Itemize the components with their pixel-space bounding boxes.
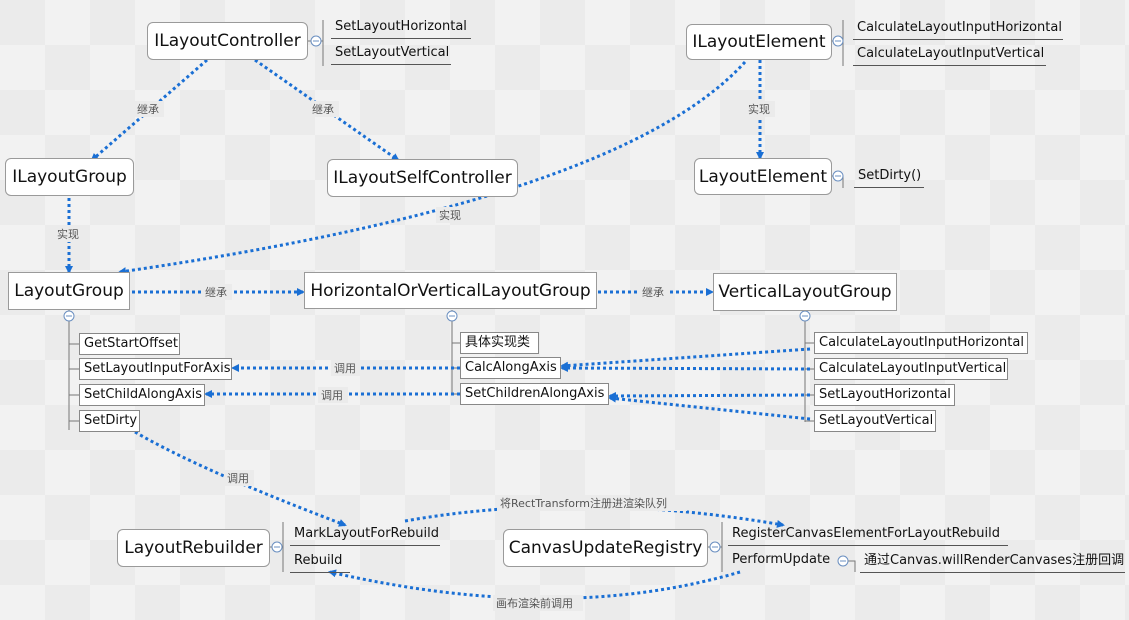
node-ilayoutgroup[interactable]: ILayoutGroup: [5, 158, 134, 196]
sub-setlayoutinputforaxis[interactable]: SetLayoutInputForAxis: [79, 358, 232, 380]
sub-v-setlayouthorizontal[interactable]: SetLayoutHorizontal: [814, 384, 955, 406]
collapse-toggles: [63, 35, 849, 567]
label-implement-1: 实现: [748, 102, 770, 116]
sub-setchildrenalongaxis[interactable]: SetChildrenAlongAxis: [460, 383, 609, 405]
arrow-setdirty-to-mark: [134, 430, 347, 527]
node-layoutelement[interactable]: LayoutElement: [694, 158, 832, 195]
label-before-render: 画布渲染前调用: [496, 596, 573, 610]
sub-performupdate[interactable]: PerformUpdate: [732, 552, 831, 567]
sub-willrendercanvases[interactable]: 通过Canvas.willRenderCanvases注册回调: [860, 550, 1125, 573]
label-inherit-3: 继承: [205, 286, 227, 299]
sub-setdirty-method[interactable]: SetDirty(): [854, 165, 924, 188]
arrow-element-to-layoutgroup: [118, 60, 747, 276]
arrow-sv-to-setchildren2: [608, 394, 811, 421]
node-ilayoutcontroller[interactable]: ILayoutController: [147, 22, 308, 60]
sub-calculatelayoutinputhorizontal[interactable]: CalculateLayoutInputHorizontal: [853, 17, 1063, 40]
sub-calculatelayoutinputvertical[interactable]: CalculateLayoutInputVertical: [853, 43, 1046, 66]
label-inherit-2: 继承: [312, 103, 334, 116]
sub-setchildalongaxis[interactable]: SetChildAlongAxis: [79, 384, 205, 406]
sub-getstartoffset[interactable]: GetStartOffset: [79, 333, 180, 355]
sub-v-calculatelayoutinputvertical[interactable]: CalculateLayoutInputVertical: [814, 358, 1008, 380]
sub-calcalongaxis[interactable]: CalcAlongAxis: [460, 357, 561, 379]
label-inherit-4: 继承: [642, 286, 664, 299]
node-verticallayoutgroup[interactable]: VerticalLayoutGroup: [713, 273, 897, 311]
node-horizontalorverticallayoutgroup[interactable]: HorizontalOrVerticalLayoutGroup: [304, 272, 597, 309]
arrow-controller-to-selfcontroller: [254, 58, 400, 162]
node-ilayoutselfcontroller[interactable]: ILayoutSelfController: [327, 159, 518, 197]
label-call-3: 调用: [227, 472, 249, 485]
relation-arrows: [65, 58, 811, 600]
arrow-controller-to-group: [90, 58, 208, 162]
sub-concrete-impl[interactable]: 具体实现类: [460, 332, 539, 354]
label-call-1: 调用: [334, 362, 356, 375]
node-canvasupdateregistry[interactable]: CanvasUpdateRegistry: [503, 529, 708, 567]
label-call-2: 调用: [321, 389, 343, 402]
node-layoutgroup[interactable]: LayoutGroup: [8, 272, 130, 310]
sub-v-setlayoutvertical[interactable]: SetLayoutVertical: [814, 410, 936, 432]
sub-setlayoutvertical[interactable]: SetLayoutVertical: [331, 42, 451, 65]
label-register-queue: 将RectTransform注册进渲染队列: [500, 496, 667, 510]
sub-rebuild[interactable]: Rebuild: [290, 550, 350, 573]
node-layoutrebuilder[interactable]: LayoutRebuilder: [117, 529, 270, 567]
relation-labels: 继承 继承 实现 实现 实现 继承 继承 调用 调用 调用 将RectTrans…: [54, 101, 775, 611]
arrow-sh-to-setchildren1: [608, 391, 811, 400]
label-inherit-1: 继承: [137, 103, 159, 116]
arrow-perform-to-rebuild: [328, 569, 741, 600]
sub-marklayoutforrebuild[interactable]: MarkLayoutForRebuild: [290, 523, 440, 546]
node-ilayoutelement[interactable]: ILayoutElement: [686, 24, 832, 60]
sub-v-calculatelayoutinputhorizontal[interactable]: CalculateLayoutInputHorizontal: [814, 332, 1028, 354]
sub-setdirty[interactable]: SetDirty: [79, 410, 140, 432]
sub-registercanvaselementforlayoutrebuild[interactable]: RegisterCanvasElementForLayoutRebuild: [728, 523, 1008, 546]
sub-setlayouthorizontal[interactable]: SetLayoutHorizontal: [331, 16, 471, 39]
label-implement-3: 实现: [57, 227, 79, 241]
arrow-vv-to-calc2: [560, 364, 811, 373]
arrow-vh-to-calc1: [560, 347, 811, 370]
label-implement-2: 实现: [439, 208, 461, 222]
